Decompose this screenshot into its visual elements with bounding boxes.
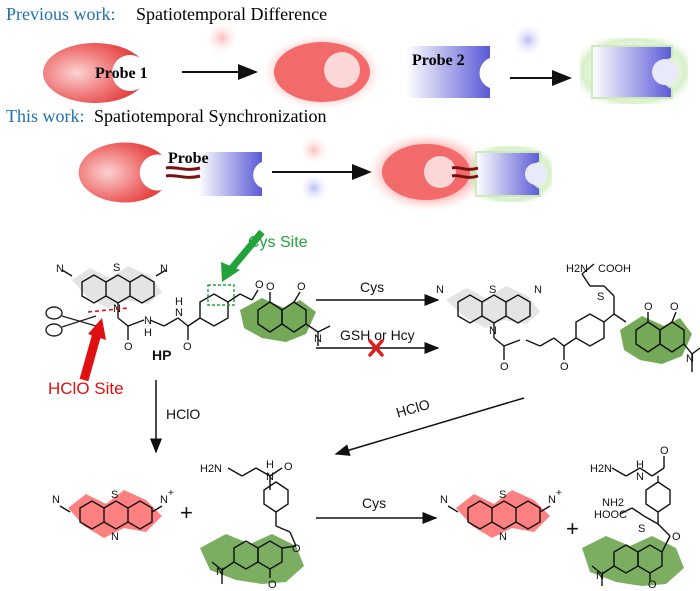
cys-site-label: Cys Site — [248, 234, 308, 251]
atom-h-amide-far: H — [636, 459, 644, 471]
atom-o-adduct2: O — [560, 361, 569, 373]
hp-label: HP — [152, 347, 171, 363]
atom-mb-s-left: S — [111, 489, 118, 501]
cys-site-arrow-head — [221, 262, 240, 282]
hclo-site-arrow-head — [88, 318, 106, 340]
atom-mb-n-left: N — [52, 494, 60, 506]
atom-n-adduct-coumarin: N — [686, 353, 694, 365]
atom-o-lactone-bottom: O — [268, 579, 277, 591]
hclo-cleavage-line — [87, 307, 129, 313]
atom-o-hp2: O — [183, 341, 192, 353]
atom-charge-left: + — [168, 488, 174, 499]
atom-h2n-bottom: H2N — [200, 463, 222, 475]
cys-site-arrow-shaft — [229, 229, 265, 271]
arrow-hclo-diagonal — [334, 397, 525, 456]
this-work-title: Spatiotemporal Synchronization — [94, 106, 326, 126]
atom-nh2-far: NH2 — [602, 497, 624, 509]
analyte-dot-pink-1 — [206, 22, 238, 54]
combined-activated — [366, 132, 552, 212]
atom-n-amide2: N — [175, 307, 183, 319]
cys-site-box — [207, 284, 235, 306]
cys-coumarin-adduct — [582, 456, 684, 586]
atom-mb-s-right: S — [499, 489, 506, 501]
atom-h2n-adduct: H2N — [566, 263, 588, 275]
atom-mb-nplus-left: N — [160, 494, 168, 506]
probe2-activated — [580, 38, 688, 104]
hclo-site-arrow-shaft — [79, 328, 103, 382]
probe-label: Probe — [168, 150, 209, 167]
atom-n-amide-bottom: N — [266, 471, 274, 483]
reagent-hclo-left: HClO — [166, 406, 200, 422]
previous-work-title: Spatiotemporal Difference — [136, 4, 327, 24]
atom-o-lactone2: O — [297, 281, 306, 293]
reagent-cys-bottom: Cys — [362, 495, 386, 511]
atom-o-adduct3: O — [644, 301, 653, 313]
atom-o-adduct4: O — [670, 301, 679, 313]
combined-probe — [78, 142, 262, 203]
atom-o-amide-bottom: O — [284, 461, 293, 473]
atom-nme2-left2: N — [436, 284, 444, 296]
atom-o-amide-far: O — [660, 445, 669, 457]
atom-nme2-left: N — [56, 263, 64, 275]
atom-h2n-far: H2N — [590, 463, 612, 475]
previous-work-label: Previous work: — [6, 4, 116, 24]
atom-o-adduct1: O — [500, 361, 509, 373]
coumarin-amine-molecule — [200, 467, 304, 584]
atom-nme2-right: N — [160, 263, 168, 275]
atom-s-adduct: S — [597, 291, 604, 303]
reagent-cys-top: Cys — [360, 279, 384, 295]
atom-mb-n-right: N — [440, 494, 448, 506]
atom-h-amide1: H — [144, 327, 152, 339]
cys-adduct-molecule — [446, 263, 700, 372]
hclo-site-label: HClO Site — [48, 379, 124, 398]
atom-n-amide-far: N — [636, 471, 644, 483]
atom-o-keto-far: O — [672, 531, 681, 543]
probe2-shape — [406, 46, 490, 98]
atom-n-phenothiazine2: N — [489, 325, 497, 337]
this-work-label: This work: — [6, 106, 85, 126]
atom-o-keto: O — [255, 279, 264, 291]
atom-h-amide2: H — [175, 296, 183, 308]
atom-mb-n-center-right: N — [499, 531, 507, 543]
atom-o-lactone-far: O — [648, 579, 657, 591]
probe2-label: Probe 2 — [412, 52, 465, 69]
atom-n-coumarin-far: N — [596, 570, 604, 582]
scissors-icon — [45, 306, 97, 337]
atom-n-amide1: N — [144, 315, 152, 327]
analyte-dot-blue-1 — [512, 24, 544, 56]
atom-charge-right: + — [556, 488, 562, 499]
probe1-label: Probe 1 — [95, 65, 148, 82]
atom-n-coumarin: N — [314, 333, 322, 345]
atom-cooh-adduct: COOH — [598, 263, 631, 275]
atom-n-coumarin-bottom: N — [216, 566, 224, 578]
analyte-dot-pink-2 — [300, 136, 328, 164]
methylene-blue-left — [59, 490, 163, 538]
atom-mb-nplus-right: N — [548, 494, 556, 506]
atom-nme2-right2: N — [534, 284, 542, 296]
atom-s-far: S — [638, 523, 645, 535]
atom-mb-n-center-left: N — [111, 531, 119, 543]
hp-molecule — [61, 266, 331, 346]
blocked-x-icon — [368, 339, 384, 357]
atom-hooc-far: HOOC — [594, 509, 627, 521]
analyte-dot-blue-2 — [300, 174, 328, 202]
atom-s-phenothiazine2: S — [489, 284, 496, 296]
atom-o-hp1: O — [124, 341, 133, 353]
atom-o-lactone1: O — [266, 281, 275, 293]
probe1-shape — [42, 43, 141, 103]
atom-h-amide-bottom: H — [266, 459, 274, 471]
reagent-gsh-hcy: GSH or Hcy — [340, 327, 415, 343]
atom-o-keto-bottom: O — [292, 543, 301, 555]
reagent-hclo-diag: HClO — [394, 396, 431, 421]
probe1-activated — [262, 34, 382, 110]
methylene-blue-right — [447, 490, 551, 538]
atom-s-hp: S — [113, 262, 120, 274]
plus-sign-left: + — [180, 500, 193, 525]
plus-sign-right: + — [566, 516, 579, 541]
